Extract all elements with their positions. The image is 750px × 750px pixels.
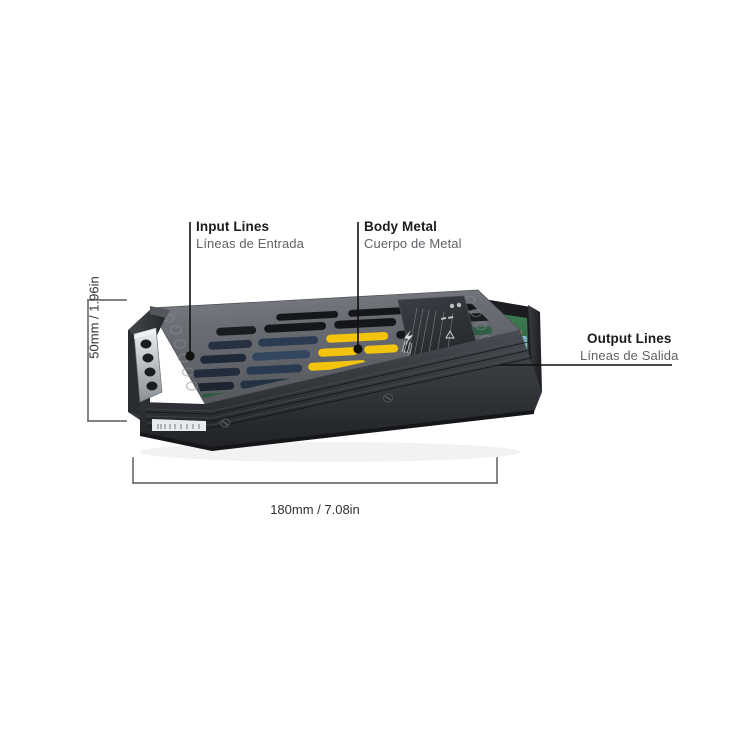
callout-input-title: Input Lines: [196, 219, 270, 234]
housing-top-cover: [149, 289, 521, 405]
width-dimension-bracket: [132, 457, 498, 484]
width-dimension-label: 180mm / 7.08in: [0, 502, 750, 517]
callout-output-subtitle: Líneas de Salida: [580, 347, 679, 363]
callout-body-subtitle: Cuerpo de Metal: [364, 235, 462, 251]
callout-output-title: Output Lines: [587, 331, 672, 346]
height-dimension-text: 50mm / 1.96in: [86, 276, 102, 359]
callout-input-subtitle: Líneas de Entrada: [196, 235, 304, 251]
width-dimension-text: 180mm / 7.08in: [270, 502, 360, 517]
brand-bolt-icon: [404, 330, 413, 345]
input-terminal-end: [128, 306, 170, 420]
leader-dot-input: [185, 351, 195, 361]
housing-front-face: [140, 330, 542, 451]
front-screws: [220, 393, 393, 428]
right-shell-wall: [528, 305, 542, 397]
height-dimension-label: 50mm / 1.96in: [87, 268, 102, 368]
callout-leader-lines: [185, 222, 672, 366]
callout-body-title: Body Metal: [364, 219, 438, 234]
front-sticker: [152, 419, 206, 431]
callout-input-lines: Input Lines Líneas de Entrada: [196, 219, 304, 252]
callout-output-lines: Output Lines Líneas de Salida: [580, 331, 678, 364]
input-terminal-strip: [133, 327, 163, 403]
warning-triangle-icon: [445, 330, 455, 339]
callout-body-metal: Body Metal Cuerpo de Metal: [364, 219, 462, 252]
height-dimension-bracket: [87, 299, 127, 422]
leader-dot-body: [353, 344, 363, 354]
